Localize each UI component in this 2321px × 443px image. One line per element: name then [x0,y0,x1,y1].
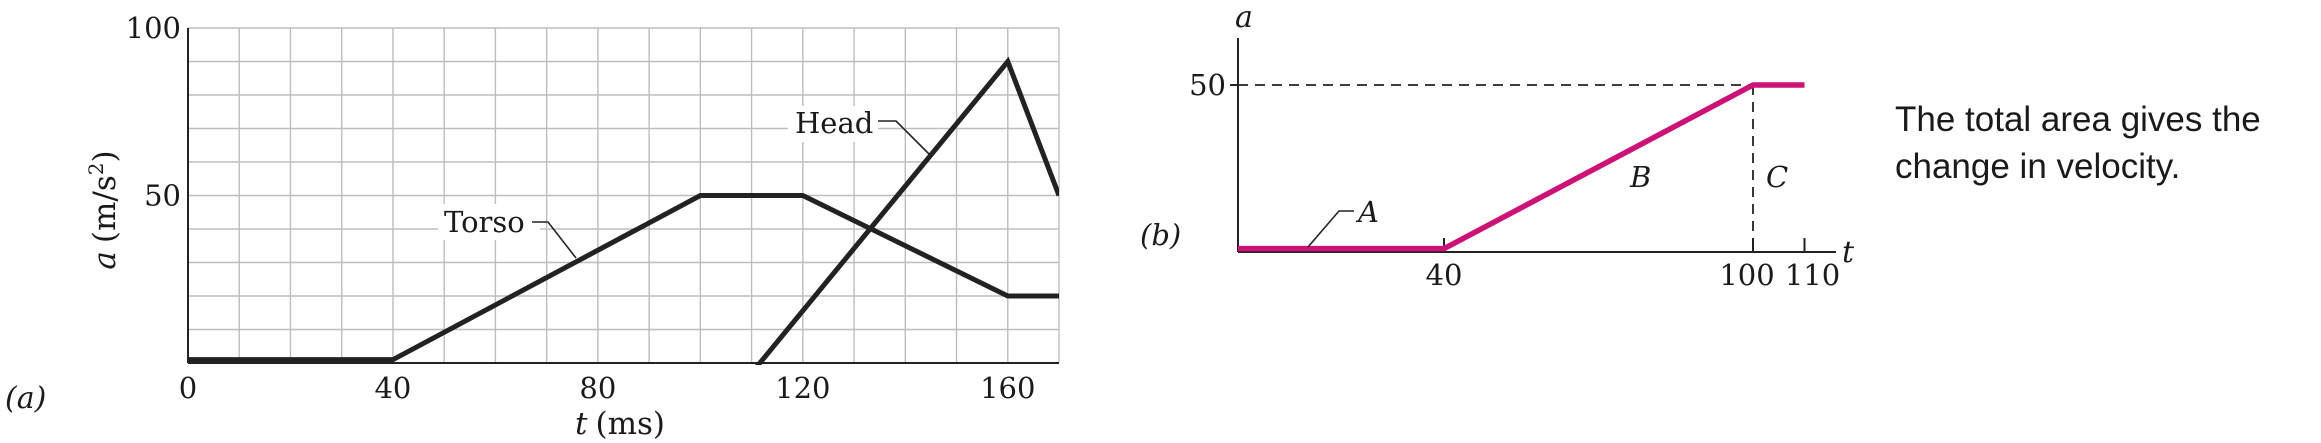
tick-labels: 0 40 80 120 160 50 100 [126,11,1036,405]
region-label-b: B [1629,160,1651,194]
callout-bg [788,106,878,142]
x-tick-label: 40 [1426,258,1463,292]
x-tick-label: 80 [579,371,616,405]
panel-a: 0 40 80 120 160 50 100 Torso Head (a) t(ms) a(m… [5,11,1060,442]
series-lines [1238,82,1805,252]
x-tick-label: 100 [1719,258,1774,292]
caption-text: The total area gives the change in veloc… [1895,100,2261,186]
callout-line-torso [532,221,577,259]
x-tick-label: 110 [1785,258,1840,292]
y-tick-label: 50 [144,179,181,213]
series-line [1238,82,1805,252]
x-axis-title: t [1842,235,1855,270]
panel-a-label: (a) [5,381,46,416]
callout-line-head [878,120,931,156]
x-tick-label: 120 [775,371,830,405]
series-label-head: Head [795,106,873,140]
region-label-a: A [1355,195,1379,229]
region-callout-a [1307,210,1354,248]
y-tick-label: 100 [126,11,181,45]
callout-bg [438,204,540,240]
region-labels: A B C [1307,160,1788,248]
y-tick-label: 50 [1189,68,1226,102]
panel-b: 40 100 110 50 A B C (b) a t [1140,0,1855,292]
y-axis-title: a(m/s2) [84,150,123,269]
x-axis-title: t(ms) [575,406,665,442]
tick-labels: 40 100 110 50 [1189,68,1840,292]
axes [1230,38,1836,253]
x-tick-label: 40 [374,371,411,405]
panel-b-label: (b) [1140,218,1181,252]
x-tick-label: 160 [980,371,1035,405]
y-axis-title: a [1235,0,1253,35]
gridlines [188,27,1060,363]
series-line-head [754,56,1059,365]
x-tick-label: 0 [179,371,197,405]
series-label-torso: Torso [444,205,525,239]
series-callouts: Torso Head [438,106,931,259]
series-line-torso [188,193,1059,363]
series-lines [188,56,1059,365]
axes [187,28,1059,364]
region-label-c: C [1766,160,1788,194]
